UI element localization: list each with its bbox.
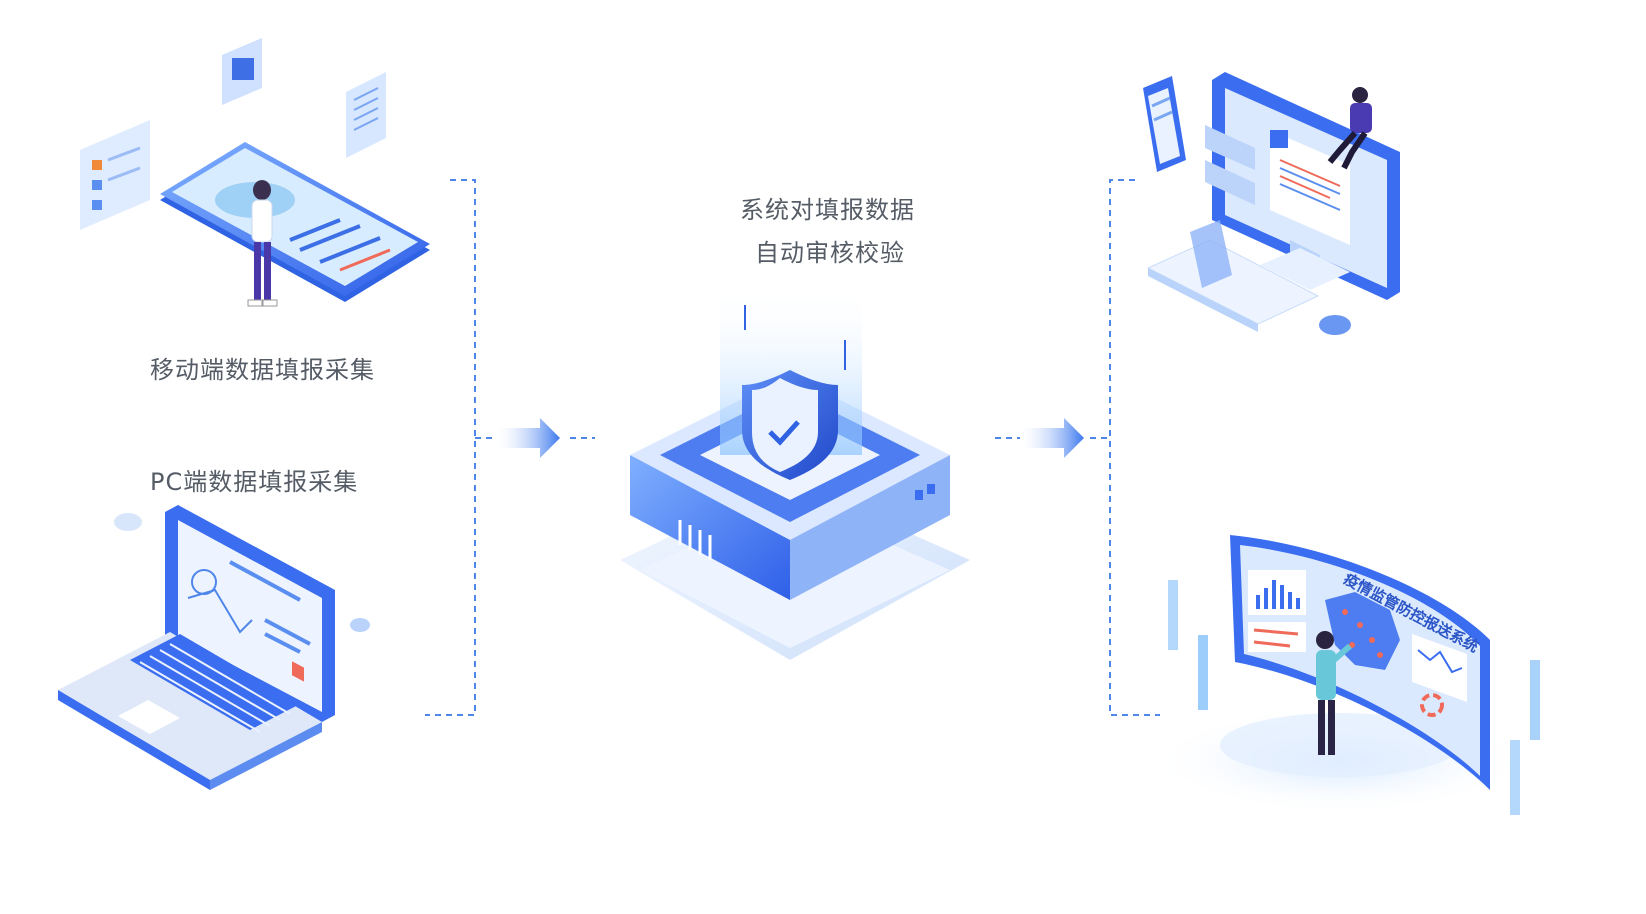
pc-collection-label: PC端数据填报采集 [150,468,359,496]
desktop-monitor-icon [1143,72,1400,335]
laptop-illustration-icon [58,505,370,790]
arrow-right-icon [1022,418,1084,458]
center-label-line1: 系统对填报数据 [740,196,915,224]
smartphone-illustration-icon [80,38,430,307]
mobile-collection-label: 移动端数据填报采集 [150,356,375,384]
arrow-right-icon [498,418,560,458]
center-label-line2: 自动审核校验 [755,239,905,267]
curved-dashboard-screen-icon [1150,535,1540,815]
left-bracket-connector [425,179,595,716]
right-bracket-connector [995,179,1160,716]
server-shield-icon [620,285,970,660]
